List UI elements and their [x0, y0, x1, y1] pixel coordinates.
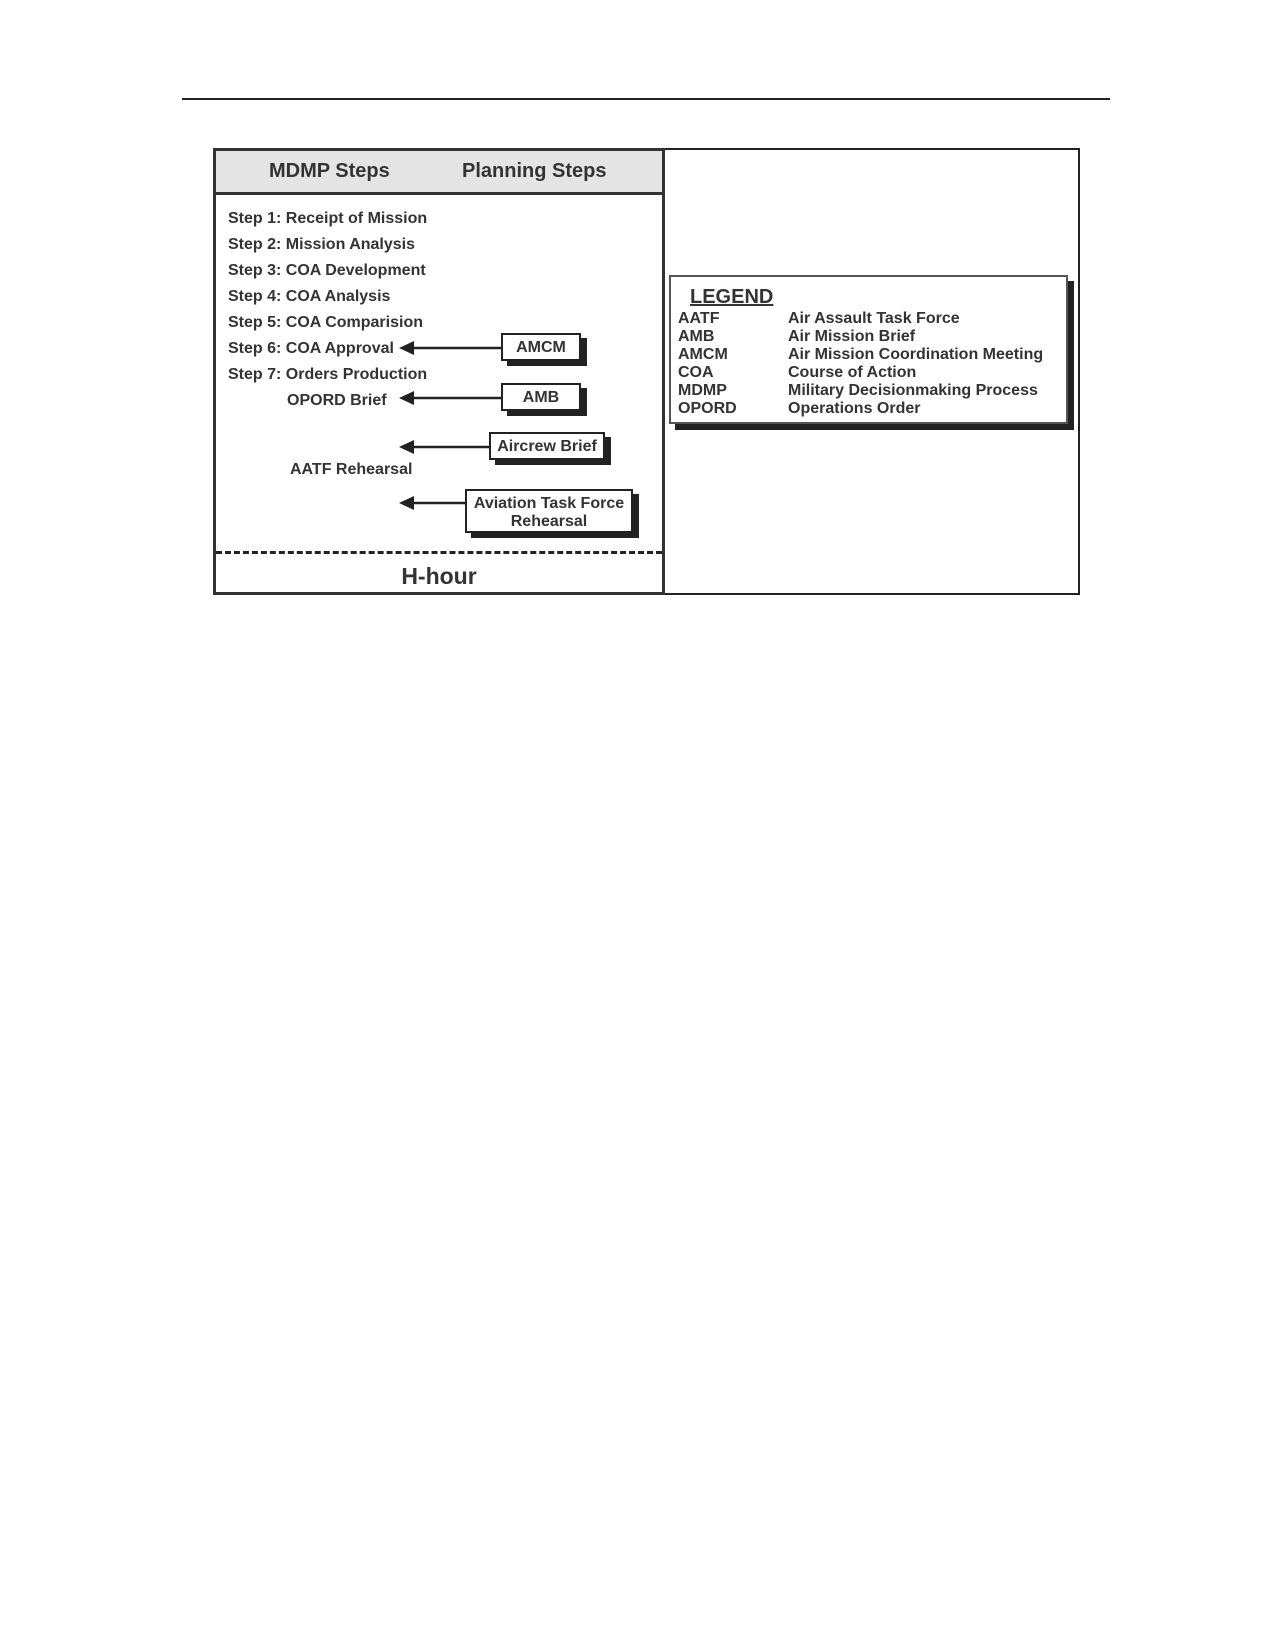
mdmp-steps-heading: MDMP Steps — [269, 160, 390, 182]
legend-def-mdmp: Military Decisionmaking Process — [788, 382, 1038, 399]
amcm-box-label: AMCM — [516, 339, 566, 356]
legend-abbr-mdmp: MDMP — [678, 382, 727, 399]
page-header-rule — [182, 98, 1110, 100]
panel-header: MDMP Steps Planning Steps — [216, 151, 662, 195]
legend-title: LEGEND — [690, 286, 774, 308]
legend-abbr-opord: OPORD — [678, 400, 737, 417]
step-2: Step 2: Mission Analysis — [228, 236, 416, 253]
step-4: Step 4: COA Analysis — [228, 288, 391, 305]
aviation-box-line1: Aviation Task Force — [473, 495, 625, 512]
opord-brief-label: OPORD Brief — [287, 392, 387, 409]
legend-abbr-amb: AMB — [678, 328, 715, 345]
aviation-box-line2: Rehearsal — [510, 513, 588, 530]
h-hour-divider — [216, 551, 662, 554]
amb-box: AMB — [501, 383, 581, 411]
legend-def-amcm: Air Mission Coordination Meeting — [788, 346, 1044, 363]
legend-def-coa: Course of Action — [788, 364, 917, 381]
legend-abbr-coa: COA — [678, 364, 714, 381]
aviation-task-force-rehearsal-box: Aviation Task Force Rehearsal — [465, 489, 633, 533]
aatf-rehearsal-label: AATF Rehearsal — [290, 461, 413, 478]
arrow-aircrew-brief — [399, 440, 490, 454]
arrow-amcm — [399, 341, 502, 355]
step-6: Step 6: COA Approval — [228, 340, 394, 357]
step-3: Step 3: COA Development — [228, 262, 426, 279]
step-1: Step 1: Receipt of Mission — [228, 210, 428, 227]
arrow-aviation-rehearsal — [399, 496, 466, 510]
legend-def-amb: Air Mission Brief — [788, 328, 916, 345]
step-5: Step 5: COA Comparision — [228, 314, 423, 331]
aircrew-brief-box-label: Aircrew Brief — [497, 438, 597, 455]
legend-box: LEGEND AATF Air Assault Task Force AMB A… — [669, 275, 1068, 424]
step-7: Step 7: Orders Production — [228, 366, 428, 383]
amb-box-label: AMB — [522, 389, 560, 406]
amcm-box: AMCM — [501, 333, 581, 361]
legend-def-opord: Operations Order — [788, 400, 921, 417]
legend-def-aatf: Air Assault Task Force — [788, 310, 960, 327]
h-hour-label: H-hour — [401, 563, 477, 589]
arrow-amb — [399, 391, 502, 405]
planning-steps-heading: Planning Steps — [462, 160, 607, 182]
mdmp-panel: MDMP Steps Planning Steps Step 1: Receip… — [213, 148, 665, 595]
aircrew-brief-box: Aircrew Brief — [489, 432, 605, 460]
legend-abbr-amcm: AMCM — [678, 346, 728, 363]
legend-abbr-aatf: AATF — [678, 310, 720, 327]
